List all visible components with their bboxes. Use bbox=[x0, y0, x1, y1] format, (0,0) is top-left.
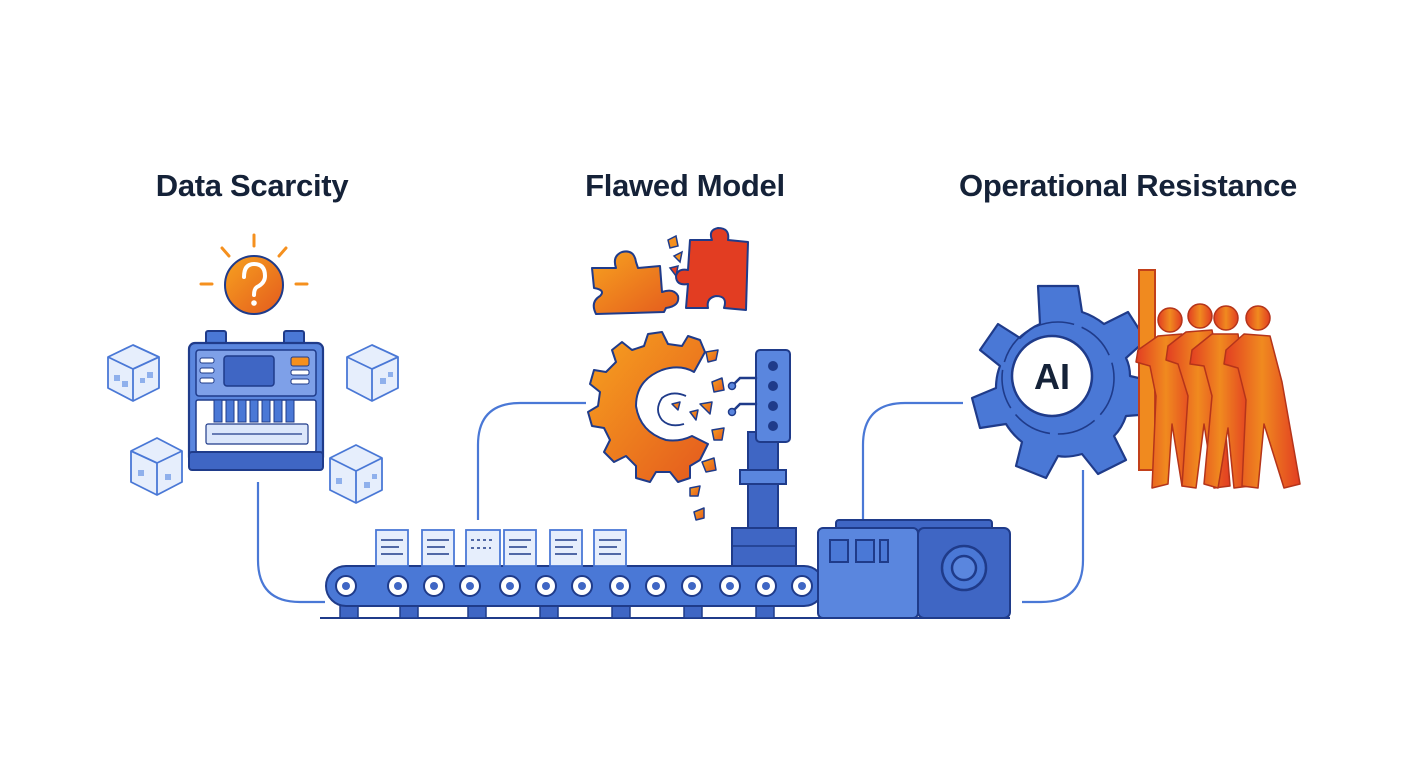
document-icon bbox=[421, 529, 455, 567]
cube-icon bbox=[329, 444, 383, 504]
person-icon bbox=[1223, 305, 1301, 489]
document-icon bbox=[465, 529, 501, 567]
document-icons bbox=[375, 529, 627, 567]
connector-left bbox=[256, 482, 325, 604]
document-icon bbox=[375, 529, 409, 567]
title-data-scarcity: Data Scarcity bbox=[155, 168, 349, 203]
output-machine-icon bbox=[817, 519, 1011, 619]
data-cube-icons bbox=[107, 344, 399, 504]
broken-gear-icon bbox=[587, 331, 725, 521]
cube-icon bbox=[130, 437, 183, 496]
robot-arm-icon bbox=[727, 349, 797, 567]
connector-lines bbox=[256, 401, 1085, 604]
ai-gear-label: AI bbox=[1034, 356, 1070, 397]
conveyor-belt bbox=[320, 565, 1010, 619]
connector-middle bbox=[476, 401, 586, 520]
broken-puzzle-icon bbox=[591, 227, 749, 315]
document-icon bbox=[549, 529, 583, 567]
connector-right-bottom bbox=[1022, 470, 1085, 604]
cube-icon bbox=[107, 344, 160, 402]
cube-icon bbox=[346, 344, 399, 402]
title-operational-resistance: Operational Resistance bbox=[959, 168, 1297, 203]
ai-gear-icon: AI bbox=[970, 284, 1158, 480]
question-icon bbox=[199, 233, 309, 315]
document-icon bbox=[503, 529, 537, 567]
connector-right-top bbox=[861, 401, 963, 520]
data-machine-icon bbox=[187, 330, 325, 471]
resisting-people-icon bbox=[1135, 303, 1301, 489]
title-flawed-model: Flawed Model bbox=[585, 168, 785, 203]
document-icon bbox=[593, 529, 627, 567]
